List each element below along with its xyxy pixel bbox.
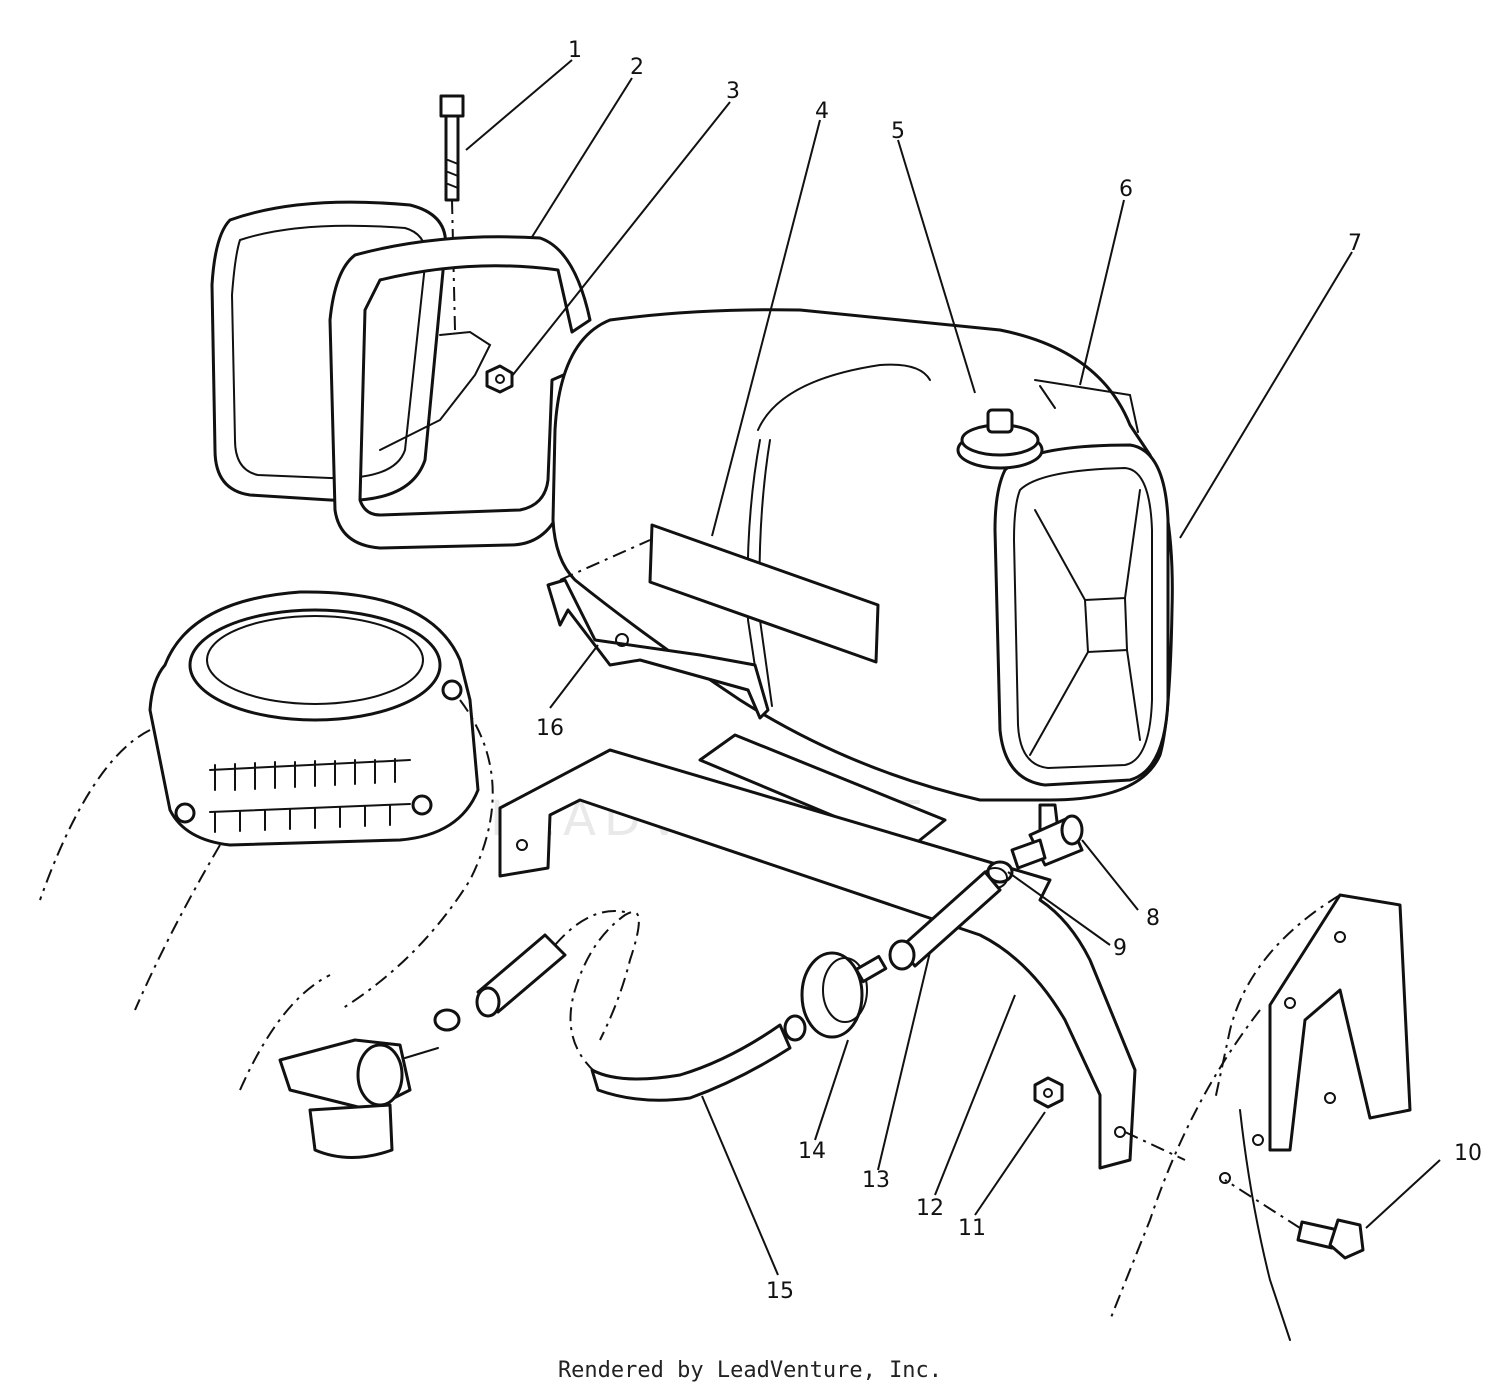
leader-lines: [465, 59, 1441, 1276]
callout-2: 2: [630, 55, 644, 80]
fuel-filter-part-14: [783, 951, 888, 1042]
plate-part-6: [1034, 379, 1139, 433]
callout-10: 10: [1454, 1141, 1482, 1166]
bolt-part-10: [1224, 1179, 1365, 1260]
engine-frame: [1109, 893, 1412, 1341]
callout-labels: 1 2 3 4 5 6 7 8 9 10 11 12 13 14 15 16: [536, 38, 1482, 1304]
bracket-part-16: [546, 539, 770, 720]
nut-part-11: [1033, 1076, 1064, 1109]
callout-4: 4: [815, 99, 829, 124]
bolt-part-1: [439, 94, 465, 331]
tank-strap-part-2: [210, 200, 592, 550]
callout-12: 12: [916, 1196, 944, 1221]
filler-cap-part-5: [956, 408, 1044, 470]
pad-part-4: [648, 523, 880, 664]
fitting-part-8: [1010, 803, 1084, 870]
callout-3: 3: [726, 79, 740, 104]
callout-13: 13: [862, 1168, 890, 1193]
grille-slots: [209, 758, 411, 833]
fuel-line-part-15: [554, 910, 792, 1102]
callout-8: 8: [1146, 906, 1160, 931]
callout-11: 11: [958, 1216, 986, 1241]
callout-15: 15: [766, 1279, 794, 1304]
callout-1: 1: [568, 38, 582, 63]
carburetor: [239, 974, 439, 1159]
hose-part-13: [888, 870, 1002, 971]
support-bracket-part-12: [498, 748, 1186, 1170]
callout-5: 5: [891, 119, 905, 144]
short-hose: [433, 933, 567, 1032]
callout-6: 6: [1119, 177, 1133, 202]
callout-16: 16: [536, 716, 564, 741]
callout-7: 7: [1348, 231, 1362, 256]
callout-14: 14: [798, 1139, 826, 1164]
nut-part-3: [485, 364, 514, 394]
callout-9: 9: [1113, 936, 1127, 961]
footer-credit: Rendered by LeadVenture, Inc.: [557, 1358, 943, 1383]
air-cleaner-housing: [39, 590, 494, 1011]
